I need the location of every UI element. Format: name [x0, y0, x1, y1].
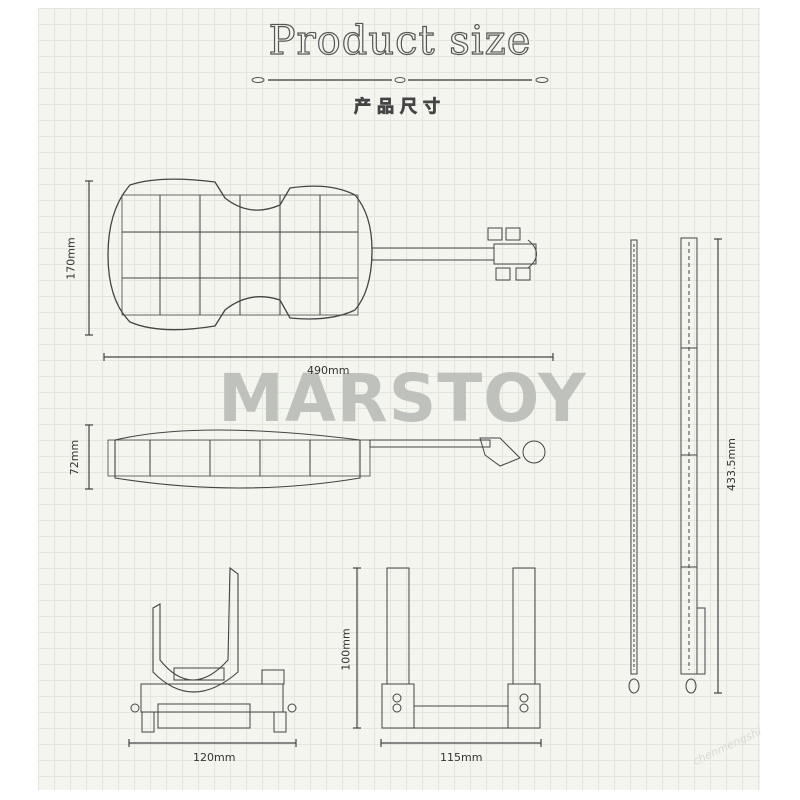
label-120mm: 120mm — [193, 751, 236, 764]
bow-drawing — [628, 237, 706, 694]
stand-front-view — [381, 567, 541, 729]
label-115mm: 115mm — [440, 751, 483, 764]
stand-side-view — [130, 566, 297, 733]
dimension-433mm — [714, 238, 722, 694]
label-72mm: 72mm — [68, 439, 82, 476]
grid-paper-background — [38, 8, 760, 790]
page-title: Product size — [268, 17, 532, 64]
page-subtitle: 产品尺寸 — [354, 97, 446, 118]
dimension-100mm — [353, 567, 361, 729]
violin-top-view — [107, 178, 537, 331]
dimension-170mm — [85, 180, 93, 336]
label-490mm: 490mm — [307, 364, 350, 377]
label-433mm: 433.5mm — [724, 438, 738, 491]
dimension-72mm — [85, 424, 93, 490]
brand-watermark: MARSTOY — [218, 360, 587, 437]
ornamental-divider — [251, 77, 549, 83]
label-100mm: 100mm — [339, 628, 353, 671]
violin-side-view — [107, 429, 546, 489]
dimension-120mm — [128, 739, 297, 747]
dimension-490mm — [103, 353, 554, 361]
label-170mm: 170mm — [64, 237, 78, 280]
dimension-115mm — [380, 739, 542, 747]
